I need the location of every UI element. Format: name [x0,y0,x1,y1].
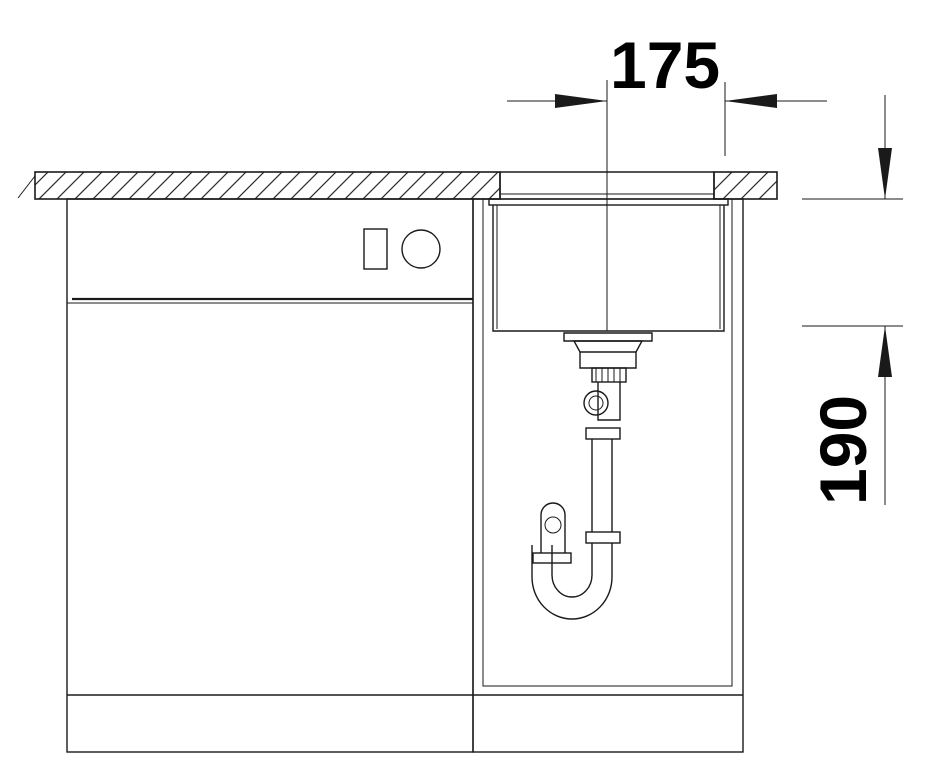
worktop-right-section [713,171,778,200]
arrowhead-icon [555,94,607,108]
worktop [17,171,778,200]
sink-base-cabinet [472,198,744,753]
control-button-icon [363,228,388,270]
drain-siphon [531,332,653,620]
dishwasher-cabinet [66,198,474,753]
arrowhead-icon [725,94,777,108]
dimension-width-label: 175 [610,28,720,102]
arrowhead-icon [878,326,892,377]
dimension-175: 175 [507,28,827,331]
arrowhead-icon [878,148,892,199]
worktop-left-section [34,171,501,200]
dimension-190: 190 [802,95,903,505]
control-knob-icon [401,229,441,269]
dimension-height-label: 190 [806,395,880,505]
sink-bowl [488,172,729,332]
